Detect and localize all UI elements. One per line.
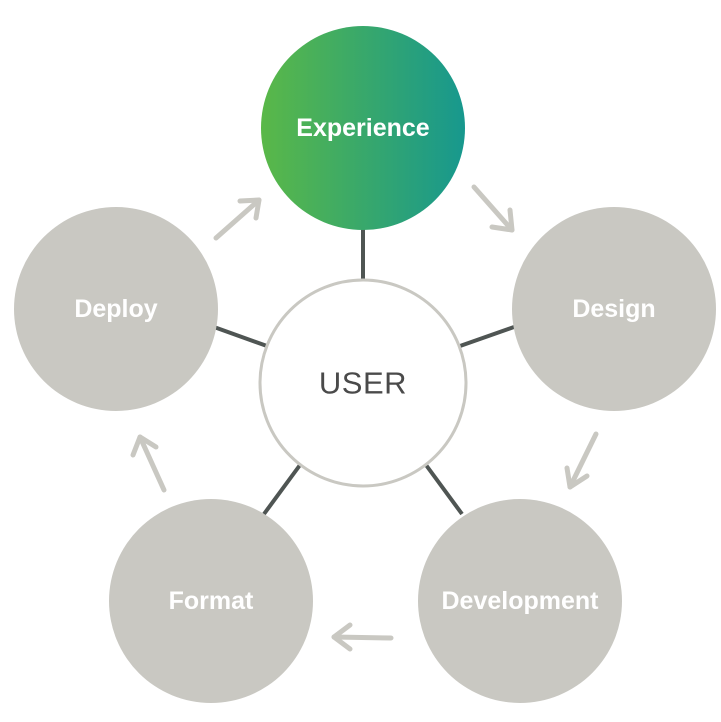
connector-design <box>459 325 515 348</box>
node-development-circle <box>418 499 622 703</box>
node-development-label: Development <box>442 587 600 615</box>
cycle-arrows <box>130 184 599 652</box>
node-deploy-circle <box>14 207 218 411</box>
connector-deploy <box>213 325 268 348</box>
node-format-label: Format <box>169 587 254 615</box>
node-design-label: Design <box>572 295 655 323</box>
center-circle <box>258 278 468 488</box>
node-deploy: Deploy <box>14 207 218 411</box>
arrow-format-to-deploy <box>130 434 167 493</box>
node-deploy-label: Deploy <box>74 295 157 323</box>
node-design-circle <box>512 207 716 411</box>
connector-format <box>262 463 302 516</box>
node-design: Design <box>512 207 716 411</box>
arrow-experience-to-design <box>471 184 515 233</box>
arrow-design-to-development <box>564 431 599 490</box>
connectors <box>213 228 515 516</box>
node-format: Format <box>109 499 313 703</box>
center-node-user: USER <box>258 278 468 488</box>
node-experience-label: Experience <box>296 114 430 142</box>
node-experience: Experience <box>261 26 465 230</box>
node-experience-circle <box>261 26 465 230</box>
connector-development <box>424 463 464 516</box>
center-label: USER <box>319 366 407 401</box>
arrow-development-to-format <box>331 622 394 652</box>
node-development: Development <box>418 499 622 703</box>
node-format-circle <box>109 499 313 703</box>
arrow-deploy-to-experience <box>213 197 262 241</box>
